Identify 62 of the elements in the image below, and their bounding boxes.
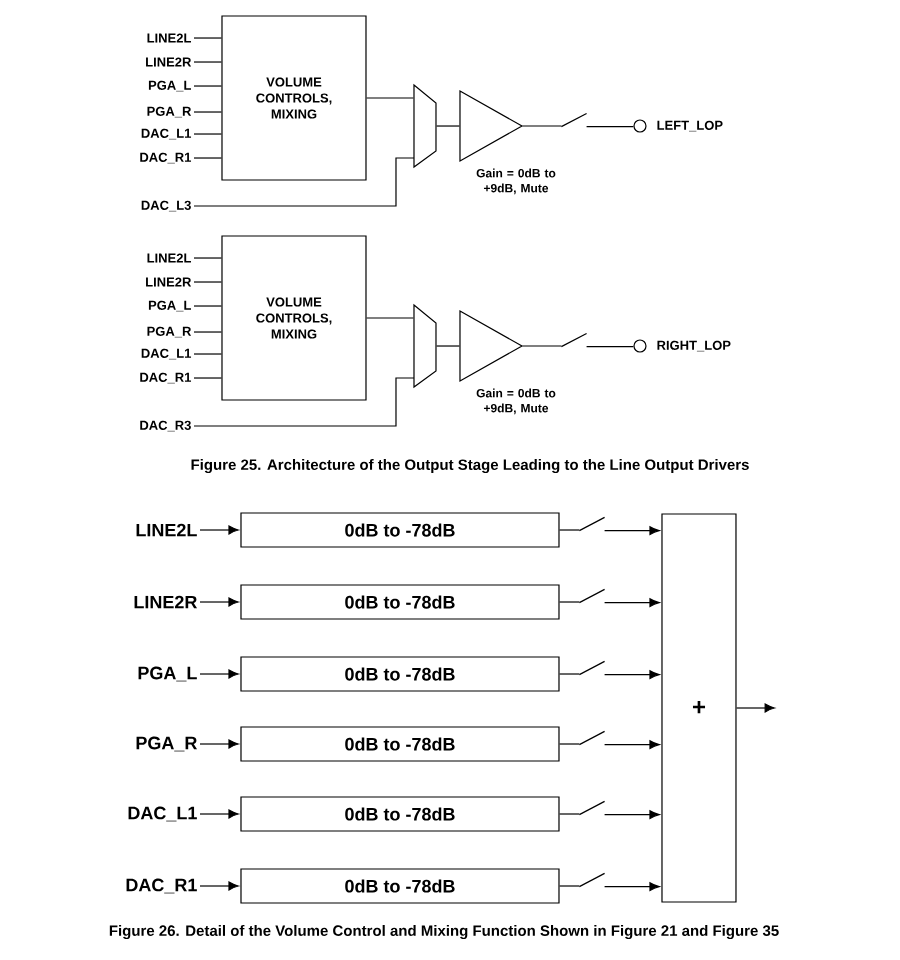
signal-line xyxy=(559,529,580,531)
signal-line xyxy=(522,125,562,127)
arrow xyxy=(736,703,775,713)
volume-box: 0dB to -78dB xyxy=(240,584,560,620)
signal-label: PGA_L xyxy=(138,666,197,682)
signal-line xyxy=(193,85,222,87)
arrow xyxy=(199,669,239,679)
volume-box: 0dB to -78dB xyxy=(240,868,560,904)
arrow xyxy=(199,809,239,819)
switch-symbol xyxy=(578,872,606,888)
signal-line xyxy=(559,673,580,675)
switch-symbol xyxy=(578,800,606,816)
signal-line xyxy=(586,346,634,348)
arrow xyxy=(604,740,660,750)
arrow xyxy=(199,739,239,749)
signal-line xyxy=(559,601,580,603)
switch-symbol xyxy=(560,112,588,128)
volume-box: 0dB to -78dB xyxy=(240,656,560,692)
switch-symbol xyxy=(578,588,606,604)
signal-label: DAC_L1 xyxy=(128,806,197,822)
signal-line xyxy=(522,345,562,347)
summer-box: + xyxy=(661,513,737,903)
arrow xyxy=(199,597,239,607)
signal-line xyxy=(193,157,222,159)
volume-box: 0dB to -78dB xyxy=(240,726,560,762)
arrow xyxy=(604,526,660,536)
signal-line xyxy=(193,305,222,307)
signal-line xyxy=(193,133,222,135)
signal-line xyxy=(193,157,415,207)
arrow xyxy=(604,882,660,892)
signal-line xyxy=(436,125,460,127)
signal-line xyxy=(193,61,222,63)
arrow xyxy=(199,881,239,891)
signal-line xyxy=(193,353,222,355)
volume-box: 0dB to -78dB xyxy=(240,796,560,832)
signal-line xyxy=(366,317,414,319)
signal-label: LINE2R xyxy=(134,595,198,609)
arrow xyxy=(604,598,660,608)
signal-line xyxy=(193,377,415,427)
arrow xyxy=(604,670,660,680)
arrow xyxy=(199,525,239,535)
signal-line xyxy=(436,345,460,347)
signal-line xyxy=(559,743,580,745)
signal-line xyxy=(193,281,222,283)
arrow xyxy=(604,810,660,820)
signal-line xyxy=(193,111,222,113)
volume-box: 0dB to -78dB xyxy=(240,512,560,548)
signal-line xyxy=(193,377,222,379)
signal-label: DAC_R1 xyxy=(126,878,197,894)
switch-symbol xyxy=(578,730,606,746)
signal-label: LINE2L xyxy=(136,523,197,537)
switch-symbol xyxy=(578,660,606,676)
signal-line xyxy=(193,37,222,39)
signal-line xyxy=(193,331,222,333)
signal-line xyxy=(366,97,414,99)
signal-label: PGA_R xyxy=(136,736,198,752)
switch-symbol xyxy=(560,332,588,348)
switch-symbol xyxy=(578,516,606,532)
signal-line xyxy=(586,126,634,128)
signal-line xyxy=(559,813,580,815)
signal-line xyxy=(559,885,580,887)
signal-line xyxy=(193,257,222,259)
